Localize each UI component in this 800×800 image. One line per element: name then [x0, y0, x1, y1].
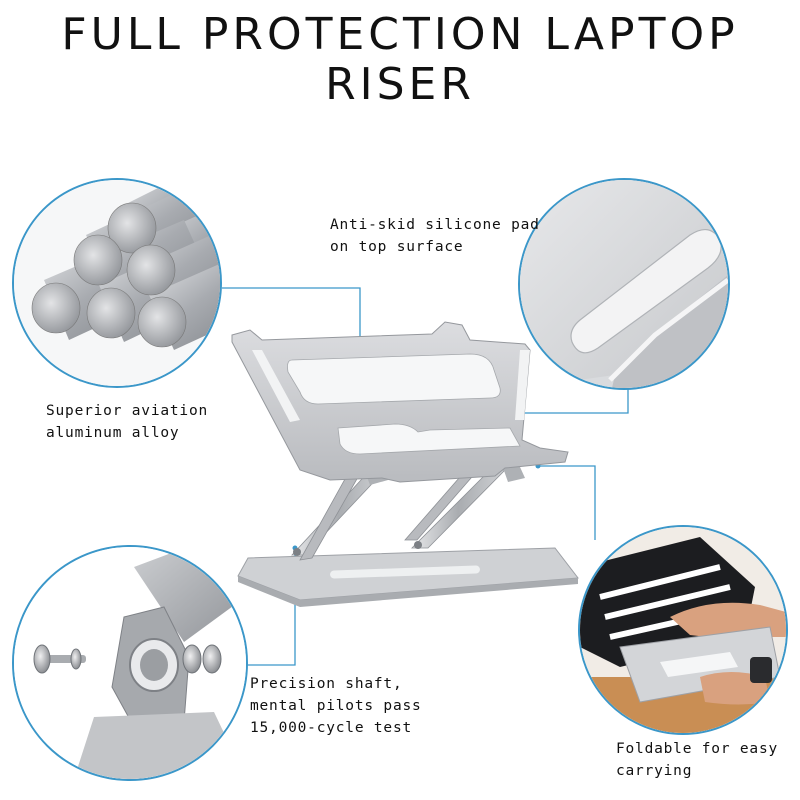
foldable-carrying-circle	[578, 525, 788, 735]
callout-line-fold	[538, 465, 596, 540]
label-aluminum-alloy-line-2: aluminum alloy	[46, 425, 180, 441]
callout-line-shaft	[244, 548, 296, 666]
callout-dot-alloy	[357, 405, 363, 411]
label-precision-shaft-line-3: 15,000-cycle test	[250, 720, 413, 736]
shaft-closeup-circle	[12, 545, 248, 781]
shaft-closeup-image	[14, 547, 246, 779]
label-precision-shaft-line-2: mental pilots pass	[250, 698, 422, 714]
label-precision-shaft: Precision shaft, mental pilots pass 15,0…	[250, 673, 422, 739]
silicone-pad-circle	[518, 178, 730, 390]
label-silicone-pad-line-1: Anti-skid silicone pad	[330, 217, 540, 233]
label-aluminum-alloy-line-1: Superior aviation	[46, 403, 209, 419]
label-aluminum-alloy: Superior aviation aluminum alloy	[46, 400, 208, 444]
label-silicone-pad: Anti-skid silicone pad on top surface	[330, 214, 540, 258]
title-line-1: FULL PROTECTION LAPTOP	[61, 9, 739, 60]
callout-dot-pad	[515, 410, 521, 416]
label-foldable-line-1: Foldable for easy	[616, 741, 779, 757]
callout-dot-shaft	[292, 545, 298, 551]
foldable-carrying-image	[580, 527, 786, 733]
aluminum-rods-image	[14, 180, 220, 386]
label-silicone-pad-line-2: on top surface	[330, 239, 464, 255]
label-foldable: Foldable for easy carrying	[616, 738, 778, 782]
callout-dot-fold	[535, 463, 541, 469]
aluminum-rods-circle	[12, 178, 222, 388]
silicone-pad-image	[520, 180, 728, 388]
label-precision-shaft-line-1: Precision shaft,	[250, 676, 403, 692]
callout-line-alloy	[222, 287, 361, 408]
page-title: FULL PROTECTION LAPTOP RISER	[0, 10, 800, 110]
title-line-2: RISER	[325, 59, 475, 110]
label-foldable-line-2: carrying	[616, 763, 693, 779]
